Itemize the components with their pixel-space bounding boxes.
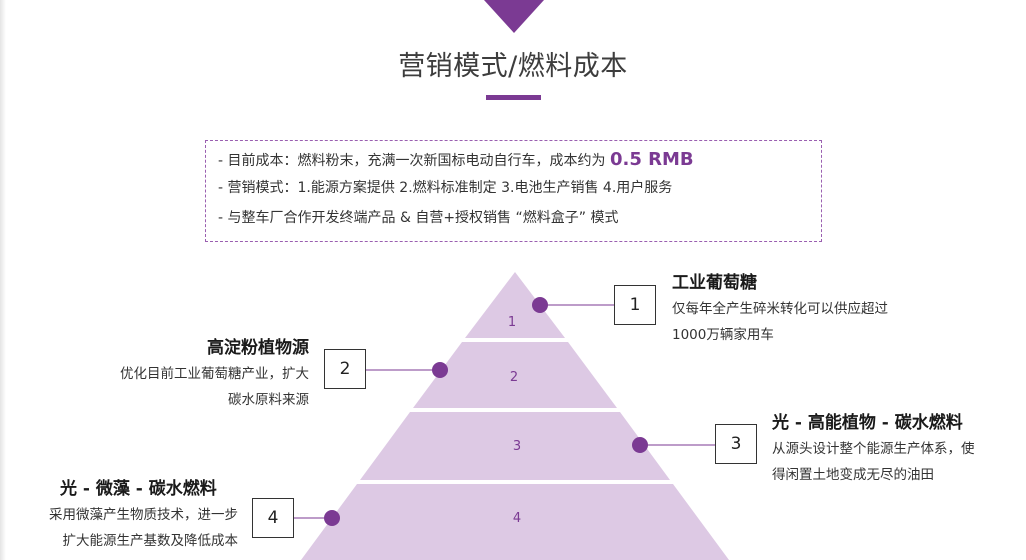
callout-1-desc-line2: 1000万辆家用车 bbox=[672, 327, 774, 343]
connector-dot-4 bbox=[324, 510, 340, 526]
info-cost-text: - 目前成本：燃料粉末，充满一次新国标电动自行车，成本约为 bbox=[218, 153, 610, 169]
callout-2-heading: 高淀粉植物源 bbox=[207, 338, 309, 358]
callout-2-desc: 优化目前工业葡萄糖产业，扩大 碳水原料来源 bbox=[120, 361, 309, 413]
callout-3-heading: 光 - 高能植物 - 碳水燃料 bbox=[772, 413, 963, 433]
pyramid-level-2 bbox=[413, 342, 617, 408]
connector-dot-2 bbox=[432, 362, 448, 378]
connector-dot-3 bbox=[632, 437, 648, 453]
callout-1-desc: 仅每年全产生碎米转化可以供应超过 1000万辆家用车 bbox=[672, 296, 888, 348]
pyramid-level-4-label: 4 bbox=[513, 511, 521, 526]
callout-2-number: 2 bbox=[324, 349, 366, 389]
callout-2-desc-line1: 优化目前工业葡萄糖产业，扩大 bbox=[120, 366, 309, 382]
callout-2-desc-line2: 碳水原料来源 bbox=[228, 392, 309, 408]
callout-1-number: 1 bbox=[614, 285, 656, 325]
info-line-marketing: - 营销模式：1.能源方案提供 2.燃料标准制定 3.电池生产销售 4.用户服务 bbox=[218, 180, 673, 196]
callout-3-number: 3 bbox=[715, 424, 757, 464]
callout-3-desc-line1: 从源头设计整个能源生产体系，使 bbox=[772, 441, 975, 457]
pyramid-level-3-label: 3 bbox=[513, 439, 521, 454]
info-box: - 目前成本：燃料粉末，充满一次新国标电动自行车，成本约为 0.5 RMB - … bbox=[205, 140, 822, 242]
callout-3-desc: 从源头设计整个能源生产体系，使 得闲置土地变成无尽的油田 bbox=[772, 436, 975, 488]
page-edge-shadow bbox=[0, 0, 6, 560]
callout-4-number: 4 bbox=[252, 498, 294, 538]
callout-1-heading: 工业葡萄糖 bbox=[672, 273, 757, 293]
pyramid-level-2-label: 2 bbox=[510, 370, 518, 385]
title-underline bbox=[486, 95, 541, 100]
callout-3-desc-line2: 得闲置土地变成无尽的油田 bbox=[772, 467, 934, 483]
connector-dot-1 bbox=[532, 297, 548, 313]
header-triangle-marker bbox=[484, 0, 544, 33]
pyramid-level-1 bbox=[465, 272, 565, 338]
callout-4-desc: 采用微藻产生物质技术，进一步 扩大能源生产基数及降低成本 bbox=[49, 502, 238, 554]
pyramid-level-3 bbox=[360, 412, 670, 480]
page-title: 营销模式/燃料成本 bbox=[398, 51, 628, 82]
info-cost-value: 0.5 RMB bbox=[609, 149, 694, 170]
pyramid-level-4 bbox=[301, 484, 729, 560]
pyramid-level-1-label: 1 bbox=[508, 315, 516, 330]
callout-1-desc-line1: 仅每年全产生碎米转化可以供应超过 bbox=[672, 301, 888, 317]
info-line-cost: - 目前成本：燃料粉末，充满一次新国标电动自行车，成本约为 0.5 RMB bbox=[218, 150, 821, 178]
callout-4-desc-line2: 扩大能源生产基数及降低成本 bbox=[62, 533, 239, 549]
info-line-cooperation: - 与整车厂合作开发终端产品 & 自营+授权销售 “燃料盒子” 模式 bbox=[218, 210, 619, 226]
callout-4-desc-line1: 采用微藻产生物质技术，进一步 bbox=[49, 507, 238, 523]
callout-4-heading: 光 - 微藻 - 碳水燃料 bbox=[60, 479, 217, 499]
